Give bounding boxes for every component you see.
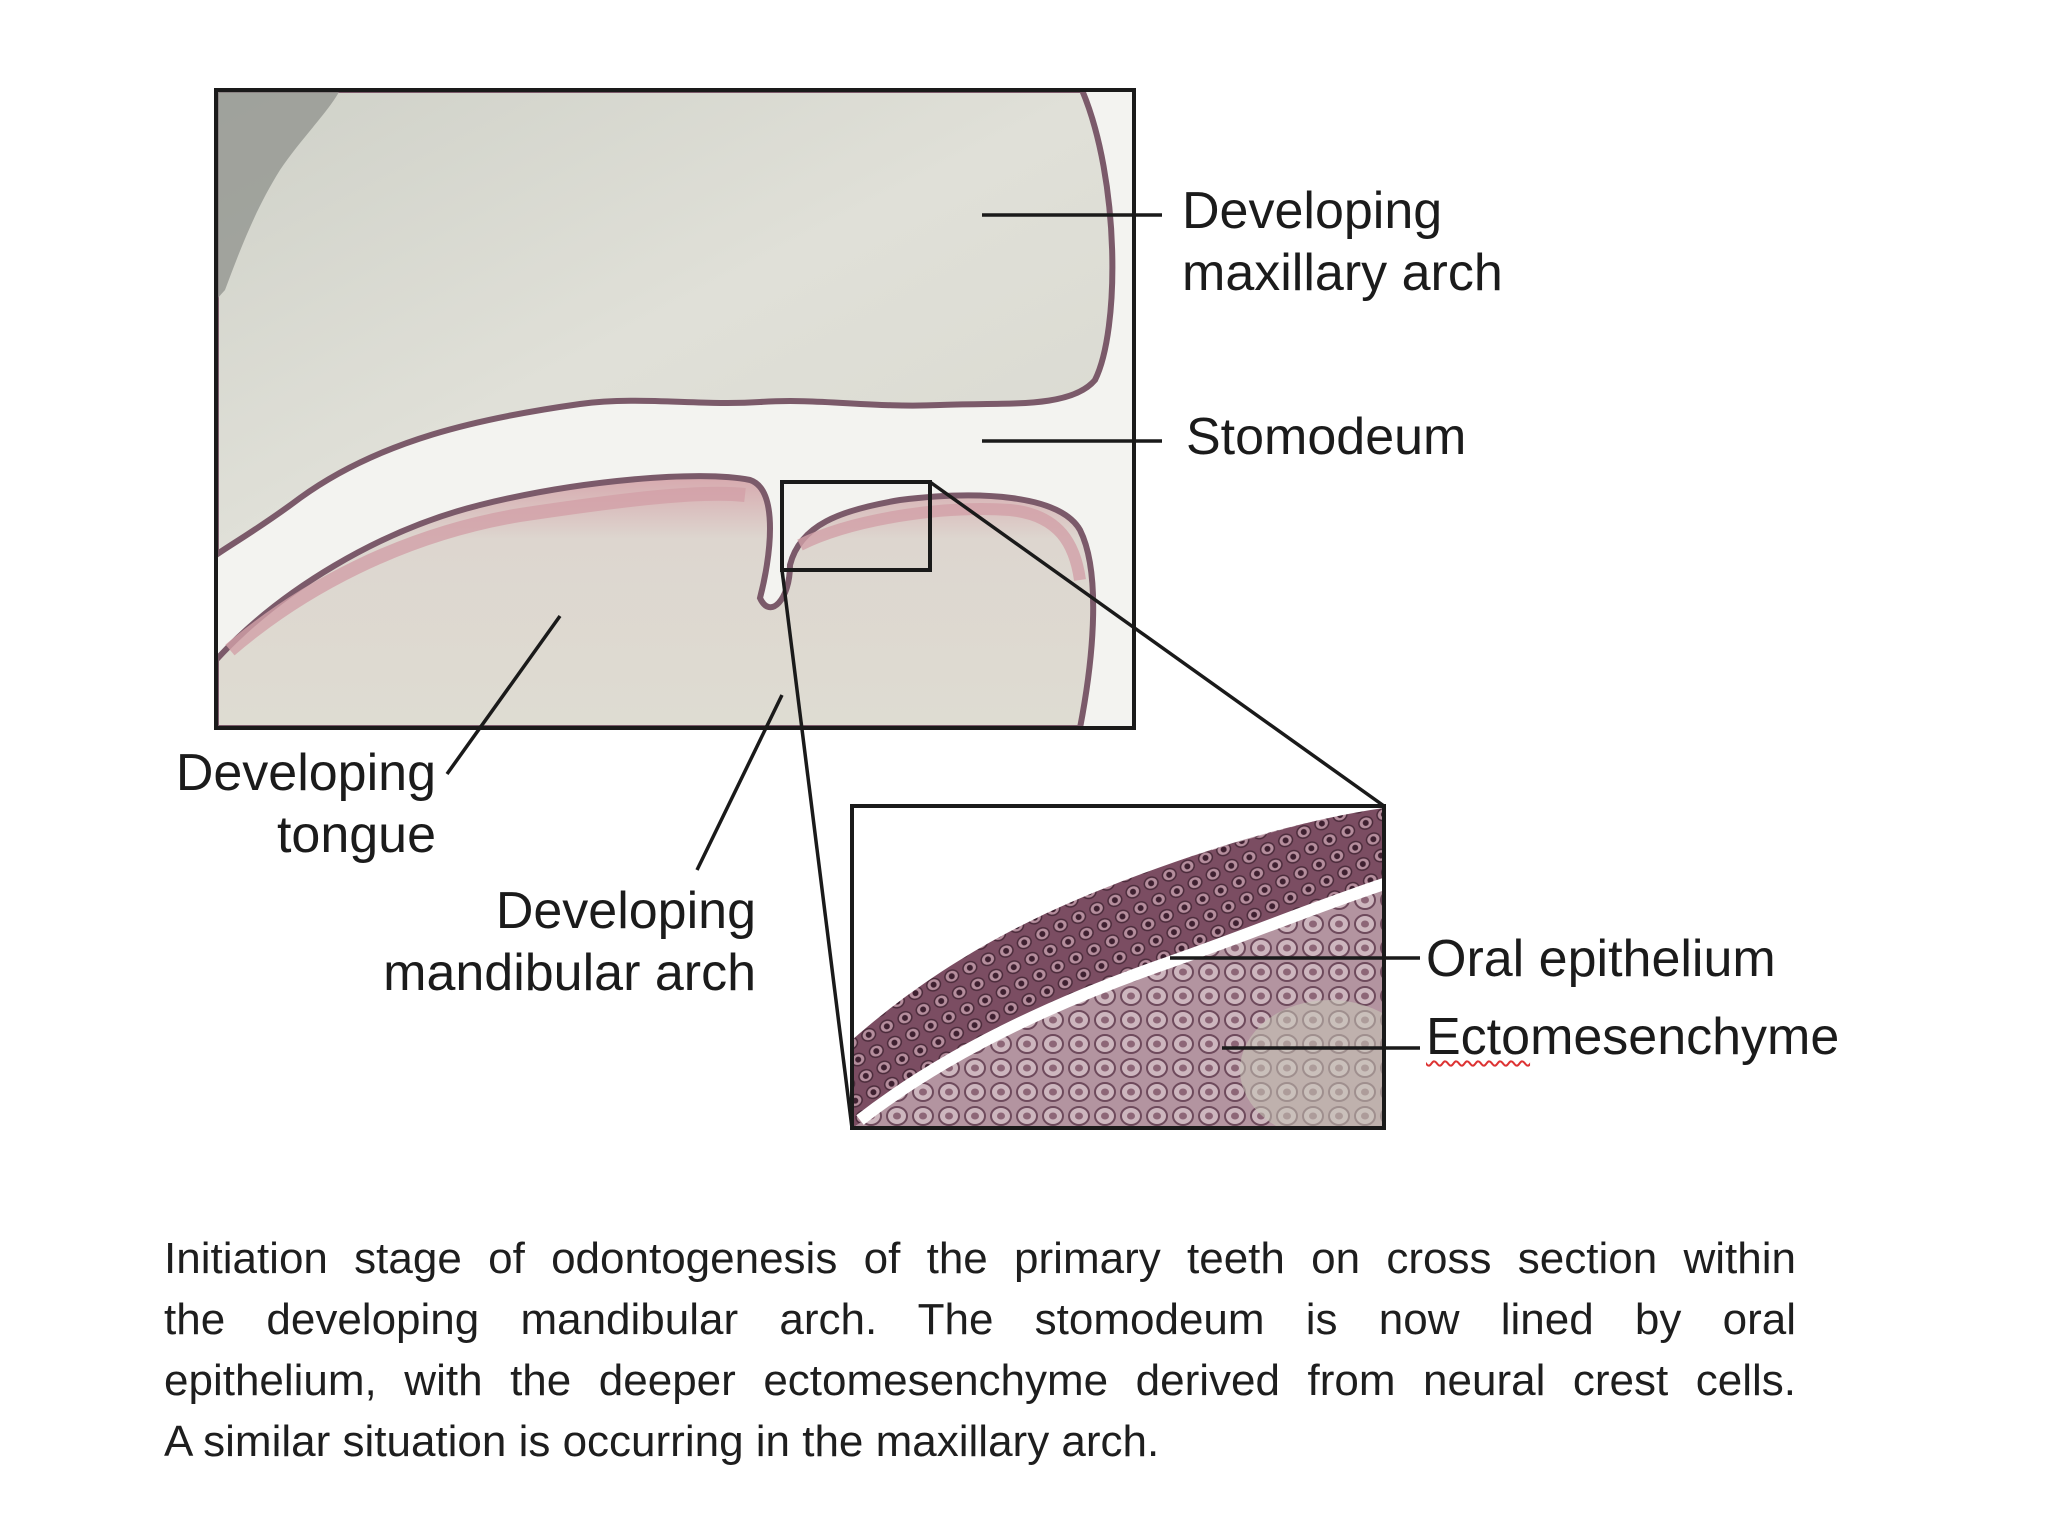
dark-tissue-corner xyxy=(216,90,340,300)
oral-epithelium-band xyxy=(852,806,1384,1128)
zoom-region-box xyxy=(780,480,932,572)
maxillary-arch-tissue xyxy=(216,90,1116,559)
main-section-image xyxy=(216,90,1134,728)
label-stomodeum: Stomodeum xyxy=(1186,408,1467,466)
histology-figure xyxy=(214,88,1420,1130)
caption-line-2: the developing mandibular arch. The stom… xyxy=(164,1295,1796,1344)
label-maxillary-line1: Developing xyxy=(1182,182,1443,240)
figure-caption: Initiation stage of odontogenesis of the… xyxy=(164,1228,1796,1472)
label-developing-tongue: Developing tongue xyxy=(168,742,436,866)
tongue-epithelium xyxy=(225,486,746,656)
label-ectomesenchyme: Ectomesenchyme xyxy=(1426,1006,1839,1068)
caption-line-4: A similar situation is occurring in the … xyxy=(164,1417,1160,1466)
ecto-rest-part: mesenchyme xyxy=(1530,1008,1840,1066)
label-developing-maxillary-arch: Developing maxillary arch xyxy=(1182,180,1503,304)
basement-gap xyxy=(856,878,1384,1125)
inset-panel-border xyxy=(850,804,1386,1130)
label-maxillary-line2: maxillary arch xyxy=(1182,244,1503,302)
label-mandibular-line1: Developing xyxy=(495,882,756,940)
label-tongue-line1: Developing xyxy=(175,744,436,802)
leader-mandibular xyxy=(695,694,784,871)
caption-line-1: Initiation stage of odontogenesis of the… xyxy=(164,1234,1796,1283)
zoom-line-right xyxy=(928,480,1386,808)
inset-magnified-image xyxy=(852,806,1384,1128)
ecto-spellcheck-part: Ecto xyxy=(1426,1008,1531,1066)
zoom-line-left xyxy=(780,569,854,1129)
label-tongue-line2: tongue xyxy=(276,806,436,864)
leader-tongue xyxy=(445,614,562,776)
label-oral-epithelium: Oral epithelium xyxy=(1426,930,1776,988)
main-panel-border xyxy=(214,88,1136,730)
caption-line-3: epithelium, with the deeper ectomesenchy… xyxy=(164,1356,1796,1405)
label-developing-mandibular-arch: Developing mandibular arch xyxy=(330,880,756,1004)
label-mandibular-line2: mandibular arch xyxy=(383,944,756,1002)
